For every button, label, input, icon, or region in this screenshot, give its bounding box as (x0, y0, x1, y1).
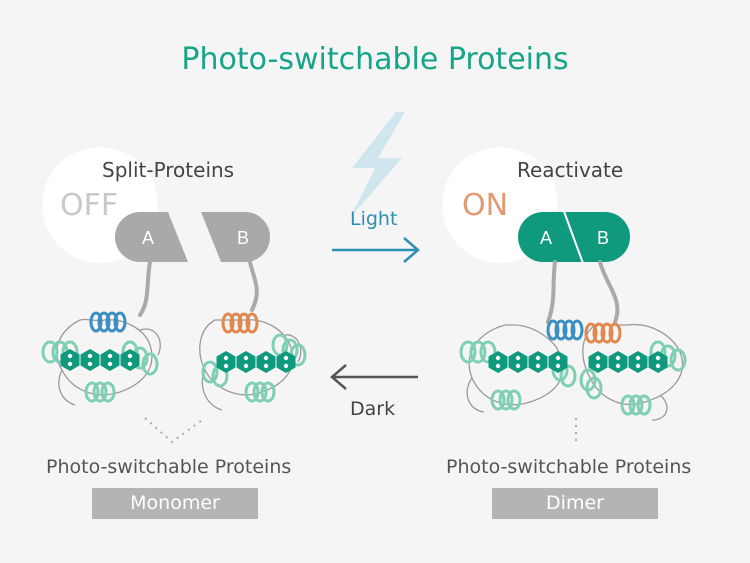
light-arrow-icon (332, 237, 420, 263)
light-arrow-label: Light (350, 208, 398, 230)
split-proteins-heading: Split-Proteins (102, 158, 235, 182)
on-state-label: ON (462, 188, 509, 223)
dark-arrow-label: Dark (350, 398, 396, 420)
fragment-a-label-left: A (142, 228, 154, 248)
fragment-b-label-right: B (597, 228, 609, 248)
fragment-a-shape (115, 212, 188, 262)
reactivate-heading: Reactivate (517, 158, 624, 182)
dimer-caption: Photo-switchable Proteins (446, 456, 692, 478)
page-title: Photo-switchable Proteins (181, 42, 569, 77)
dimer-tag: Dimer (492, 488, 658, 519)
lightning-bolt-icon (350, 112, 405, 218)
split-protein-left (41, 212, 307, 444)
dimer-protein-right (459, 205, 687, 446)
fragment-a-label-right: A (540, 228, 552, 248)
monomer-caption: Photo-switchable Proteins (46, 456, 292, 478)
fragment-b-label-left: B (237, 228, 249, 248)
off-state-label: OFF (60, 188, 119, 223)
dark-arrow-icon (330, 364, 418, 390)
monomer-tag: Monomer (92, 488, 258, 519)
fragment-b-shape (201, 212, 270, 262)
